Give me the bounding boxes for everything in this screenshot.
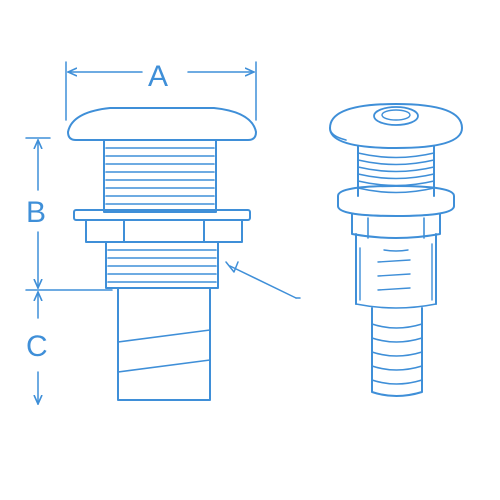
lower-threaded-body <box>105 241 219 289</box>
side-view-drawing <box>25 61 301 404</box>
dimension-label-a: A <box>148 60 168 93</box>
dimension-b-c <box>25 137 113 404</box>
perspective-nut <box>337 185 455 239</box>
leader-line <box>225 261 301 299</box>
lower-threads <box>107 249 217 283</box>
perspective-threads <box>357 152 435 194</box>
lock-nut <box>73 209 251 243</box>
hose-barb-tail <box>117 287 211 401</box>
dimension-label-b: B <box>26 196 46 229</box>
perspective-view-drawing <box>329 103 463 397</box>
flange-bore <box>373 106 419 126</box>
perspective-barb <box>371 307 423 397</box>
perspective-flange <box>329 103 463 149</box>
dimension-label-c: C <box>26 330 48 363</box>
upper-threads <box>105 147 215 205</box>
flange-cap <box>67 107 257 141</box>
perspective-lower-threads <box>355 233 437 309</box>
upper-threaded-body <box>103 139 217 213</box>
